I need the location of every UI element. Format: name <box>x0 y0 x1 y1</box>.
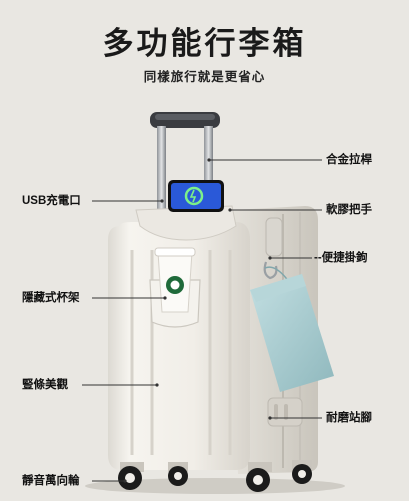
callout-soft-grip: 軟膠把手 <box>326 204 372 216</box>
callout-wheels: 靜音萬向輪 <box>22 475 80 487</box>
telescopic-handle <box>150 112 220 226</box>
callout-lines <box>82 159 322 482</box>
spinner-wheels <box>118 460 312 492</box>
cup-holder <box>149 247 201 328</box>
hanging-bag <box>250 266 334 392</box>
side-hook <box>263 261 278 280</box>
callout-stand: 耐磨站腳 <box>326 412 372 424</box>
callout-vertical-stripes: 豎條美觀 <box>22 379 68 391</box>
phone-charging <box>168 180 224 212</box>
callout-cup-holder: 隱藏式杯架 <box>22 292 80 304</box>
page-subtitle: 同樣旅行就是更省心 <box>143 70 266 84</box>
floor-shadow <box>85 478 345 494</box>
callout-handle: 合金拉桿 <box>326 154 372 166</box>
page-title: 多功能行李箱 <box>102 26 307 61</box>
side-soft-grip <box>265 217 283 257</box>
callout-usb: USB充電口 <box>22 195 81 207</box>
suitcase-front-shell <box>108 222 250 470</box>
callout-hook: --便捷掛鉤 <box>314 252 368 264</box>
